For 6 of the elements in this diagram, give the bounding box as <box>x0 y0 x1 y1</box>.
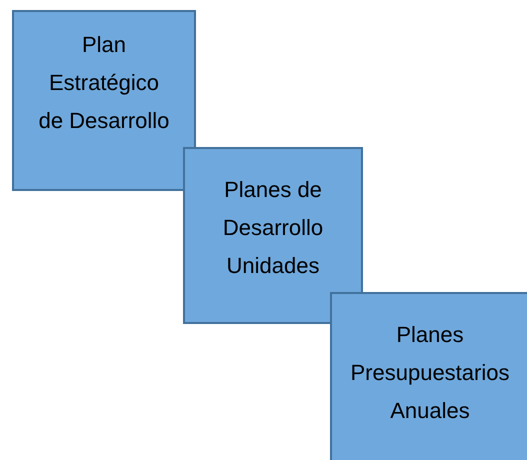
box-label: Plan Estratégico de Desarrollo <box>38 31 170 135</box>
process-box <box>330 292 527 460</box>
box-label: Planes Presupuestarios Anuales <box>350 321 510 425</box>
process-box <box>12 10 196 191</box>
box-label: Planes de Desarrollo Unidades <box>222 176 324 280</box>
process-box <box>183 147 363 324</box>
